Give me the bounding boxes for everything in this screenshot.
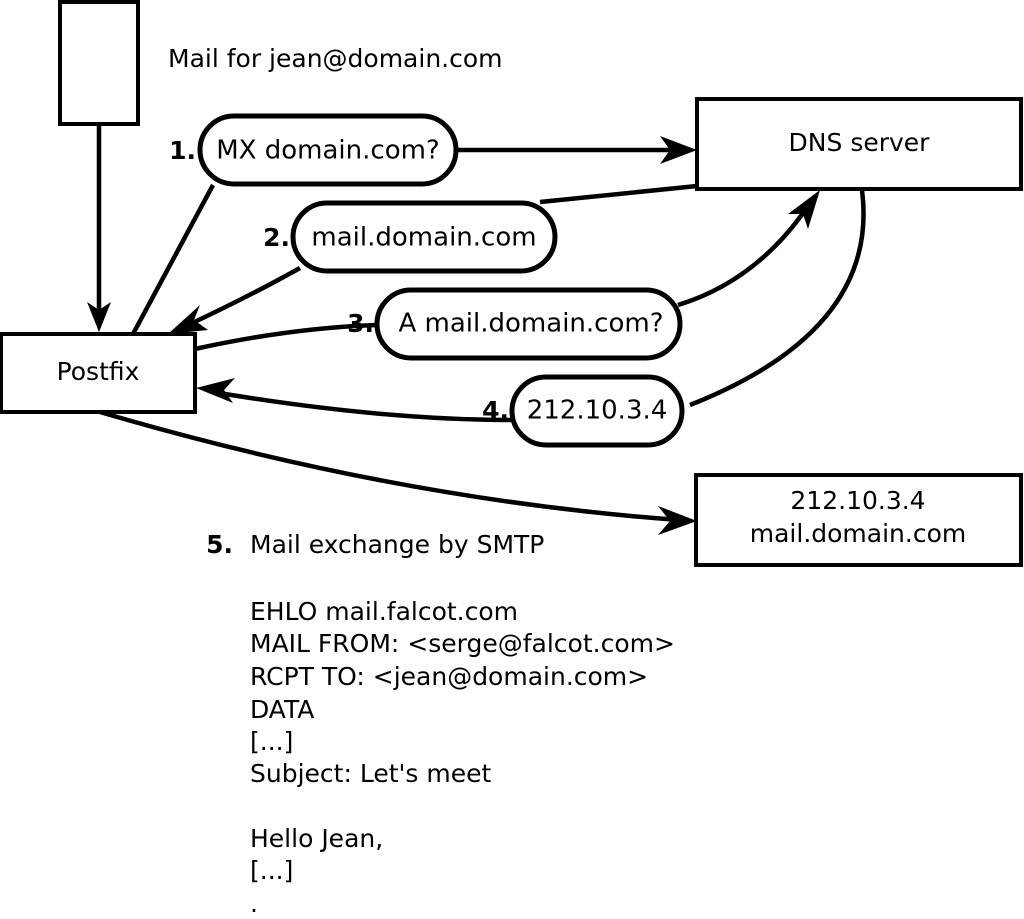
node-target-label-host: mail.domain.com [750, 519, 966, 548]
smtp-transcript: EHLO mail.falcot.com MAIL FROM: <serge@f… [250, 597, 675, 918]
node-target-box [694, 473, 1023, 567]
transcript-line: [...] [250, 727, 293, 756]
node-sender-box [58, 0, 140, 126]
transcript-line: Hello Jean, [250, 824, 383, 853]
edge-step4-from-dns [689, 189, 866, 408]
edge-step5-arrowhead [658, 506, 697, 535]
step-4-label: 212.10.3.4 [527, 396, 668, 426]
step-2-number: 2. [263, 223, 290, 252]
edge-step3-arrowhead [788, 190, 820, 229]
edge-sender-to-postfix-arrowhead [87, 302, 111, 332]
edge-step1-from-postfix [131, 183, 215, 336]
transcript-line: [...] [250, 856, 293, 885]
step-5-label: Mail exchange by SMTP [250, 530, 544, 559]
edge-step3-from-postfix [194, 322, 378, 352]
step-4-number: 4. [482, 396, 509, 425]
step-1-label: MX domain.com? [216, 136, 439, 166]
transcript-line: EHLO mail.falcot.com [250, 597, 518, 626]
step-3-label: A mail.domain.com? [399, 309, 664, 339]
step-3-pill[interactable] [374, 287, 683, 361]
step-2-label: mail.domain.com [311, 223, 536, 253]
transcript-line: DATA [250, 695, 314, 724]
edge-step2-to-postfix [185, 266, 302, 329]
step-4-pill[interactable] [509, 374, 685, 448]
step-1-pill[interactable] [197, 113, 459, 187]
edge-step1-arrowhead [660, 136, 697, 164]
node-postfix-label: Postfix [57, 357, 140, 386]
node-target-label-ip: 212.10.3.4 [790, 486, 925, 515]
node-dns-label: DNS server [789, 128, 931, 157]
node-postfix-box [0, 332, 197, 414]
diagram-heading: Mail for jean@domain.com [168, 44, 503, 73]
transcript-line: . [250, 889, 258, 918]
edge-step2-from-dns [539, 183, 698, 205]
edge-step3-to-dns [677, 198, 814, 308]
transcript-line: MAIL FROM: <serge@falcot.com> [250, 629, 675, 658]
transcript-line: RCPT TO: <jean@domain.com> [250, 662, 648, 691]
step-2-pill[interactable] [290, 200, 558, 274]
edge-step2-arrowhead [168, 305, 208, 334]
step-3-number: 3. [347, 309, 374, 338]
edge-step4-to-postfix [212, 389, 513, 423]
node-dns-box [695, 97, 1023, 191]
edge-step5-to-target [99, 409, 681, 523]
edge-step4-arrowhead [196, 378, 235, 403]
step-1-number: 1. [169, 136, 196, 165]
step-5-number: 5. [206, 530, 233, 559]
transcript-line: Subject: Let's meet [250, 759, 491, 788]
